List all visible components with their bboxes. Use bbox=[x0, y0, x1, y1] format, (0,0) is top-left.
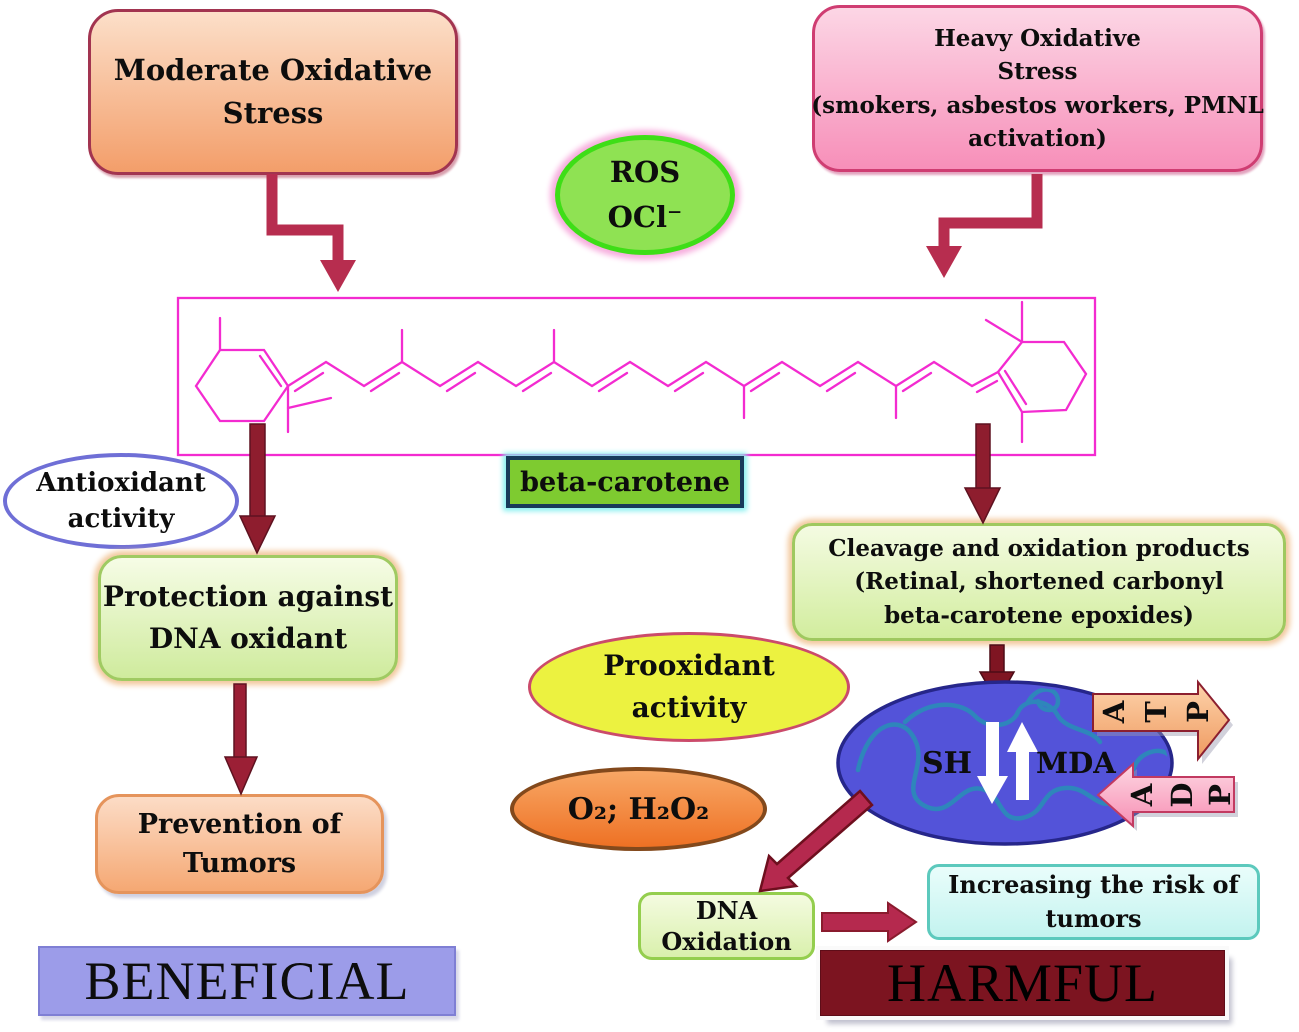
dna-oxidation-line-2: Oxidation bbox=[661, 927, 792, 956]
cleavage-line-3: beta-carotene epoxides) bbox=[884, 601, 1194, 629]
dna-oxidation-box: DNA Oxidation bbox=[638, 892, 815, 960]
beneficial-banner: BENEFICIAL bbox=[38, 946, 456, 1016]
adp-letter-d: D bbox=[1165, 782, 1199, 808]
mda-increase-arrow-icon bbox=[1007, 722, 1038, 800]
antioxidant-activity-ellipse: Antioxidant activity bbox=[3, 453, 239, 549]
prevention-line-2: Tumors bbox=[182, 848, 297, 879]
arrow-cleavage-to-mitochondrion bbox=[978, 644, 1016, 704]
adp-letter-a: A bbox=[1125, 783, 1159, 807]
increasing-line-2: tumors bbox=[1045, 904, 1142, 933]
heavy-line-3: (smokers, asbestos workers, PMNL bbox=[811, 91, 1264, 119]
atp-letter-t: T bbox=[1139, 701, 1173, 723]
heavy-oxidative-stress-box: Heavy Oxidative Stress (smokers, asbesto… bbox=[811, 5, 1264, 172]
beta-carotene-structure bbox=[176, 296, 1097, 457]
prooxidant-activity-ellipse: Prooxidant activity bbox=[528, 632, 850, 742]
dna-oxidation-line-1: DNA bbox=[695, 895, 758, 925]
arrow-structure-to-protection bbox=[238, 423, 277, 555]
heavy-line-1: Heavy Oxidative bbox=[934, 24, 1141, 52]
heavy-line-4: activation) bbox=[968, 124, 1107, 152]
structure-frame bbox=[176, 296, 1097, 457]
prooxidant-line-1: Prooxidant bbox=[603, 649, 775, 682]
cleavage-line-1: Cleavage and oxidation products bbox=[828, 534, 1250, 562]
arrow-dna-oxidation-to-increasing-risk bbox=[821, 901, 918, 943]
prooxidant-line-2: activity bbox=[631, 691, 747, 724]
adp-letter-p: P bbox=[1203, 784, 1237, 806]
arrow-heavy-to-structure bbox=[926, 174, 1043, 278]
prevention-of-tumors-box: Prevention of Tumors bbox=[95, 794, 384, 894]
ros-ocl-ellipse: ROS OCl⁻ bbox=[555, 135, 735, 255]
cleavage-line-2: (Retinal, shortened carbonyl bbox=[854, 568, 1224, 596]
prevention-line-1: Prevention of bbox=[137, 808, 342, 840]
ros-line-2: OCl⁻ bbox=[607, 200, 683, 234]
heavy-line-2: Stress bbox=[997, 58, 1078, 86]
arrow-mitochondrion-to-dna-oxidation bbox=[758, 789, 874, 893]
moderate-line-1: Moderate Oxidative bbox=[113, 52, 433, 87]
antioxidant-line-2: activity bbox=[67, 504, 175, 534]
moderate-line-2: Stress bbox=[222, 96, 324, 130]
atp-letter-a: A bbox=[1097, 700, 1131, 724]
harmful-banner: HARMFUL bbox=[820, 950, 1225, 1016]
cleavage-products-box: Cleavage and oxidation products (Retinal… bbox=[792, 523, 1286, 641]
arrow-moderate-to-structure bbox=[266, 174, 356, 292]
increasing-risk-of-tumors-box: Increasing the risk of tumors bbox=[927, 864, 1260, 940]
protection-line-1: Protection against bbox=[102, 580, 394, 613]
ros-line-1: ROS bbox=[609, 155, 681, 190]
sh-decrease-arrow-icon bbox=[977, 722, 1008, 804]
increasing-line-1: Increasing the risk of bbox=[948, 870, 1239, 900]
arrow-protection-to-prevention bbox=[223, 683, 259, 796]
protection-line-2: DNA oxidant bbox=[148, 622, 348, 655]
protection-against-dna-oxidant-box: Protection against DNA oxidant bbox=[98, 555, 398, 681]
beta-carotene-label: beta-carotene bbox=[506, 456, 744, 508]
mito-mda-label: MDA bbox=[1036, 746, 1116, 780]
oxygen-peroxide-ellipse: O₂; H₂O₂ bbox=[510, 767, 767, 851]
moderate-oxidative-stress-box: Moderate Oxidative Stress bbox=[88, 9, 458, 175]
antioxidant-line-1: Antioxidant bbox=[36, 467, 206, 498]
mito-sh-label: SH bbox=[921, 746, 972, 781]
arrow-structure-to-cleavage bbox=[963, 423, 1002, 525]
atp-letter-p: P bbox=[1181, 701, 1215, 723]
